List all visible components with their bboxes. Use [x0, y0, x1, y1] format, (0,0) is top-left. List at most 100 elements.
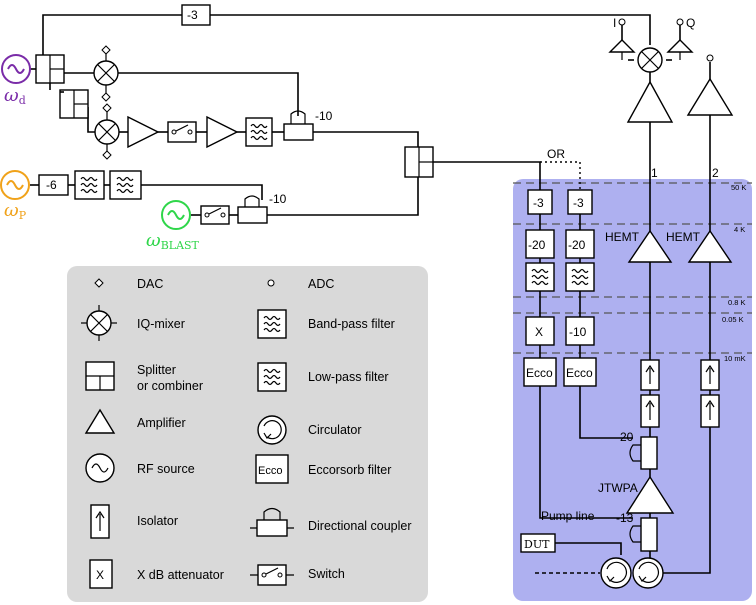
amplifier-icon: [84, 408, 116, 434]
isolator-2a: [700, 359, 720, 391]
legend-amplifier: Amplifier: [137, 416, 186, 430]
atten-line2-a: -3: [567, 189, 593, 215]
iq-mixer-icon: [81, 305, 117, 341]
adc-2-icon: [706, 54, 714, 62]
iq-mixer-upper: [93, 45, 119, 102]
splitter-icon: [85, 361, 115, 391]
adc-i-icon: [618, 18, 626, 26]
isolator-1b: [640, 394, 660, 428]
circulator-icon: [257, 415, 287, 445]
attenuator-top: -3: [181, 4, 211, 26]
coupler-main-atten: -10: [315, 109, 333, 123]
combiner-main: [404, 146, 434, 178]
directional-coupler-blast: [237, 195, 268, 224]
legend-eccosorb: Eccorsorb filter: [308, 463, 391, 477]
isolator-2b: [700, 394, 720, 428]
pump-source-label: ωP: [4, 200, 27, 222]
splitter-1: [35, 54, 65, 84]
room-amp-2: [686, 77, 734, 116]
svg-text:-20: -20: [568, 238, 586, 252]
switch-icon: [250, 564, 294, 586]
svg-text:-3: -3: [187, 8, 198, 22]
isolator-1a: [640, 359, 660, 391]
svg-text:-20: -20: [528, 238, 546, 252]
directional-coupler-pump: [629, 517, 658, 552]
chan-1-label: 1: [651, 166, 658, 180]
lowpass-line1: [525, 262, 555, 292]
legend-splitter-2: or combiner: [137, 379, 203, 393]
legend-adc: ADC: [308, 277, 334, 291]
temperature-stages: [513, 182, 752, 354]
legend-rf-source: RF source: [137, 462, 195, 476]
bandpass-icon: [257, 309, 287, 339]
pump-coupler-atten: -13: [616, 511, 634, 525]
coupler-blast-atten: -10: [269, 192, 287, 206]
dut-box: DUT: [520, 533, 556, 553]
legend-lowpass: Low-pass filter: [308, 370, 389, 384]
amp-i: [608, 39, 636, 53]
lowpass-filter-pump-2: [109, 170, 142, 200]
iq-mixer-output: [637, 47, 663, 73]
amplifier-1: [127, 115, 160, 149]
iq-mixer-lower: [94, 103, 120, 160]
atten-line1-b: -20: [525, 229, 555, 259]
legend-dac: DAC: [137, 277, 163, 291]
lowpass-icon: [257, 362, 287, 392]
hemt-1-label: HEMT: [605, 230, 640, 244]
pump-source: [0, 170, 30, 200]
legend-panel: [67, 266, 428, 602]
jtwpa-label: JTWPA: [598, 481, 638, 495]
eccosorb-icon: Ecco: [255, 454, 289, 484]
legend-bandpass: Band-pass filter: [308, 317, 395, 331]
directional-coupler-jtwpa: [629, 436, 658, 470]
legend-circulator: Circulator: [308, 423, 362, 437]
wires: [30, 14, 711, 574]
lowpass-line2: [565, 262, 595, 292]
jtwpa-amp: [625, 475, 675, 514]
jtwpa-coupler-atten: -20: [616, 430, 634, 444]
splitter-2: [59, 89, 89, 119]
ecco-line1: Ecco: [523, 357, 557, 387]
blast-source: [161, 200, 191, 230]
or-label: OR: [547, 147, 565, 161]
bandpass-filter-1: [245, 117, 273, 147]
isolator-icon: [90, 504, 110, 539]
lowpass-filter-pump-1: [74, 170, 105, 200]
atten-line1-a: -3: [527, 189, 553, 215]
svg-text:-10: -10: [569, 325, 587, 339]
svg-text:-3: -3: [533, 196, 544, 210]
svg-text:X: X: [96, 568, 104, 582]
temp-0-05k: 0.05 K: [722, 315, 744, 324]
blast-source-label: ωBLAST: [146, 230, 200, 252]
svg-text:X: X: [535, 325, 543, 339]
rf-source-icon: [85, 453, 115, 483]
circulator-1: [600, 557, 632, 589]
adc-icon: [267, 279, 275, 287]
atten-line1-x: X: [525, 316, 555, 346]
chan-2-label: 2: [712, 166, 719, 180]
directional-coupler-icon: [250, 507, 294, 537]
switch-1: [167, 121, 197, 143]
amp-q: [666, 39, 694, 53]
legend-isolator: Isolator: [137, 514, 178, 528]
legend-splitter-1: Splitter: [137, 363, 176, 377]
svg-text:Ecco: Ecco: [566, 366, 593, 380]
legend-switch: Switch: [308, 567, 345, 581]
drive-source-label: ωd: [4, 85, 26, 107]
hemt-amp-2: [687, 229, 733, 263]
temp-4k: 4 K: [734, 225, 745, 234]
temp-10mk: 10 mK: [724, 354, 746, 363]
drive-source: [1, 54, 31, 84]
ecco-line2: Ecco: [563, 357, 597, 387]
pump-line-label: Pump line: [541, 509, 595, 523]
legend-attenuator: X dB attenuator: [137, 568, 224, 582]
svg-text:DUT: DUT: [524, 538, 550, 551]
attenuator-pump: -6: [38, 174, 69, 196]
svg-text:-6: -6: [46, 178, 57, 192]
atten-line2-c: -10: [565, 316, 595, 346]
atten-line2-b: -20: [565, 229, 595, 259]
svg-text:-3: -3: [573, 196, 584, 210]
i-port-label: I: [613, 16, 616, 30]
legend-dir-coupler: Directional coupler: [308, 519, 412, 533]
